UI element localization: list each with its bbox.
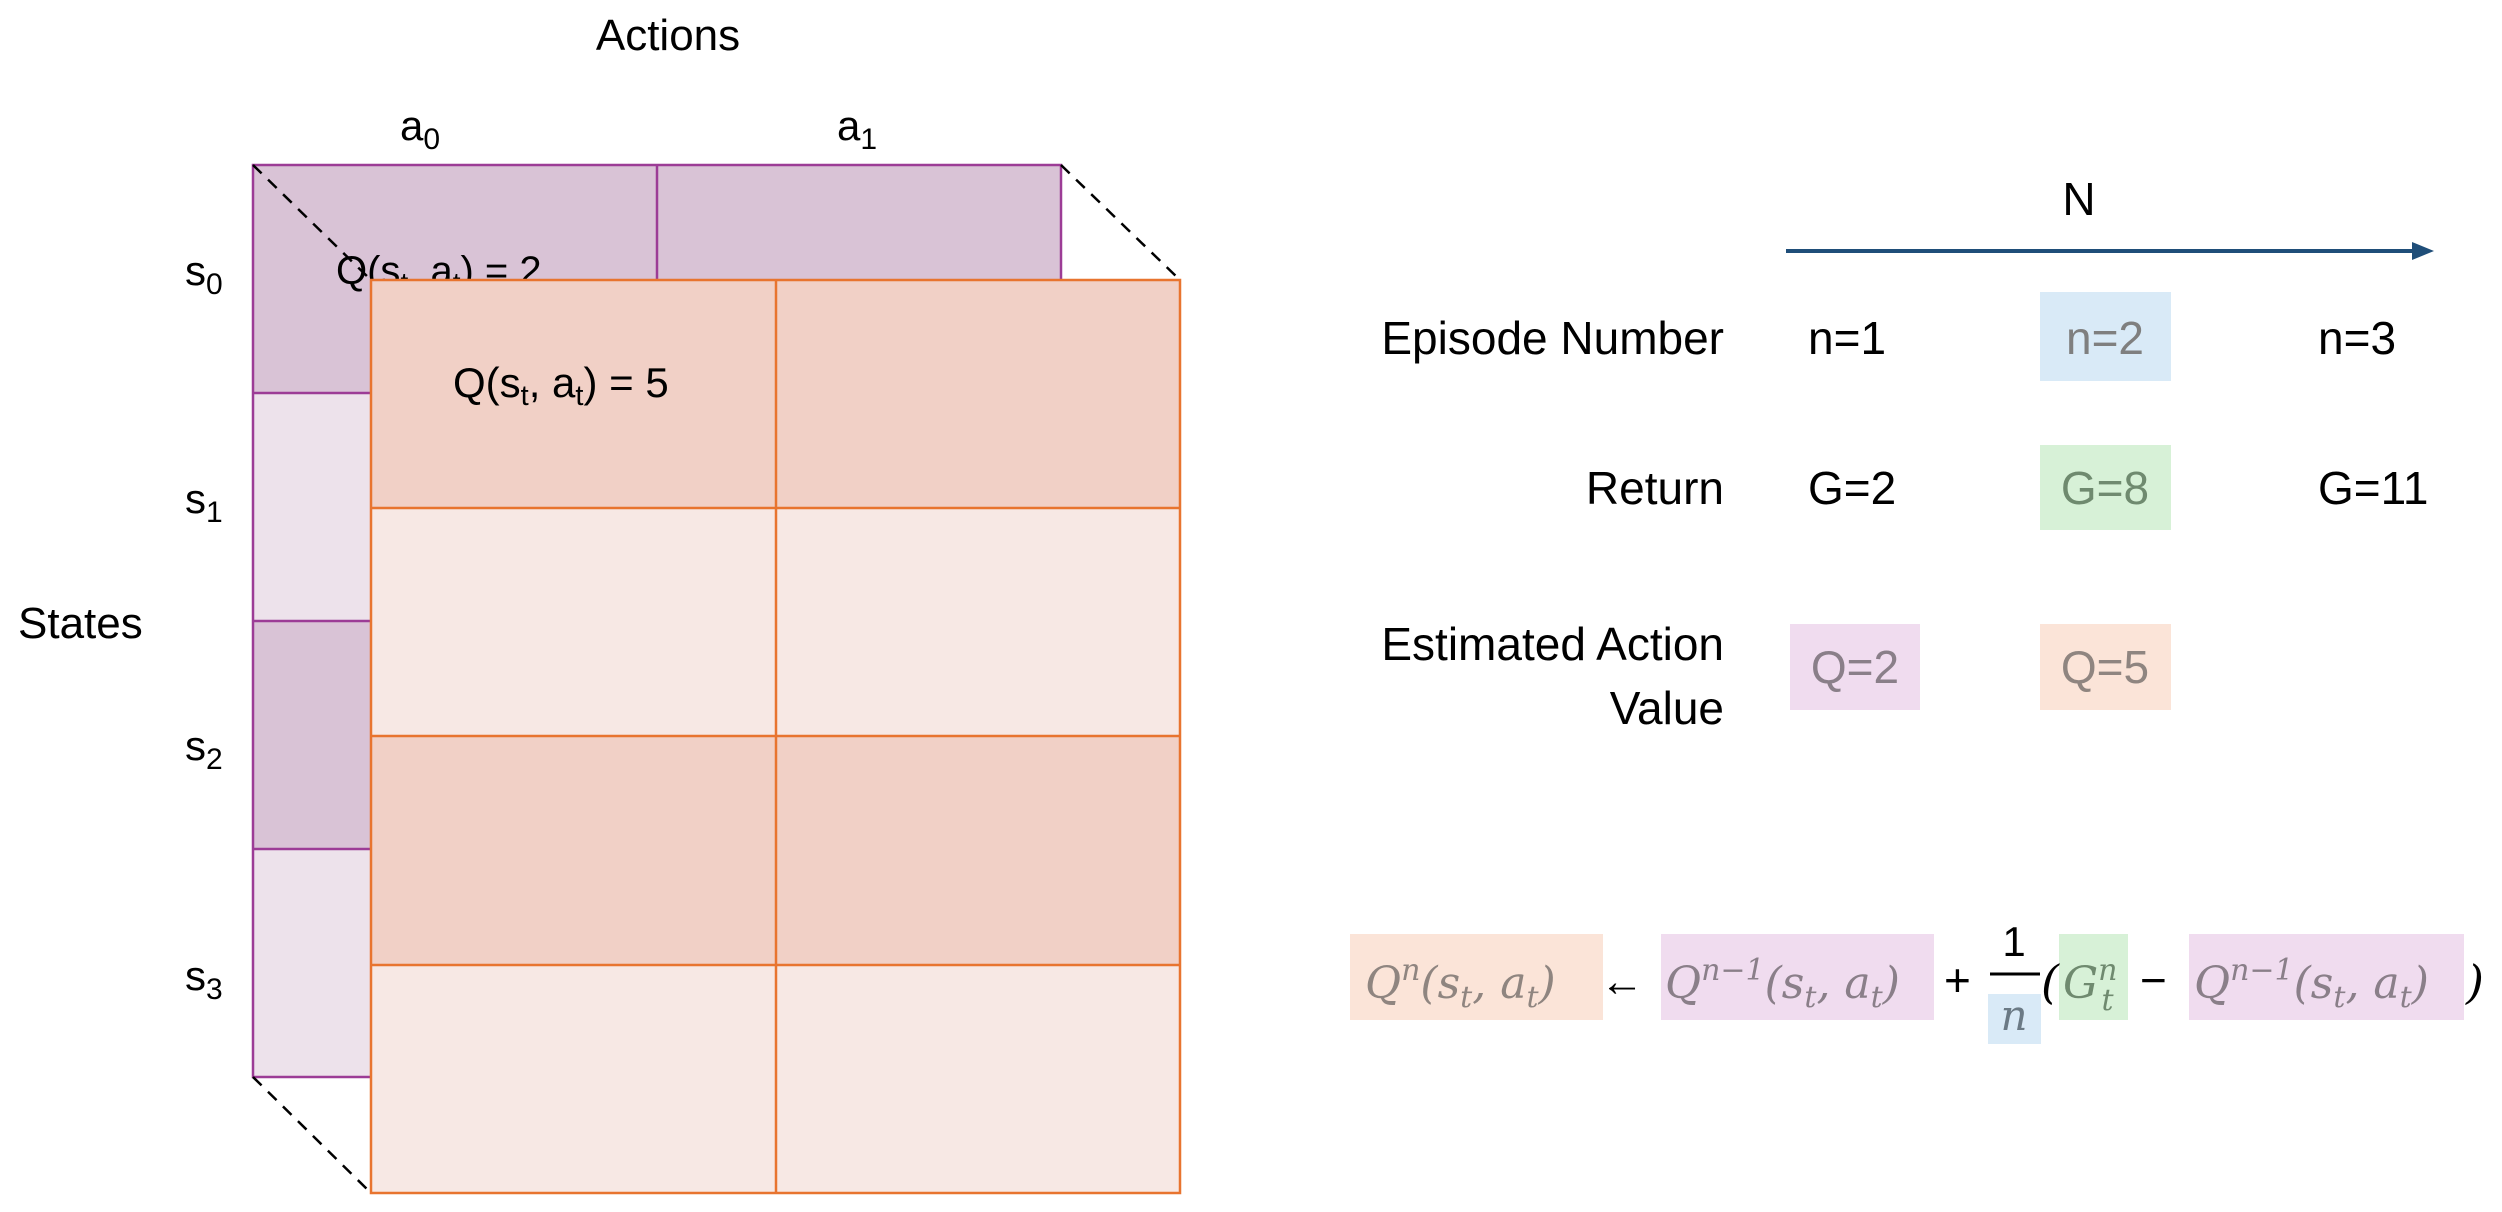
- equation-fraction-denominator: n: [2000, 991, 2027, 1040]
- front-cell-q-value: Q(st, at) = 5: [453, 359, 669, 412]
- equation-close-paren: ): [2465, 955, 2484, 1009]
- highlight-g8: [2040, 445, 2171, 530]
- equation-open-paren: (: [2041, 955, 2060, 1009]
- row-label-episode-number: Episode Number: [1381, 312, 1724, 364]
- front-q-table: Q(st, at) = 5: [369, 278, 1182, 1195]
- timeline-arrow: [1786, 242, 2434, 260]
- equation-highlight-return: [2059, 934, 2128, 1020]
- row-label-estimated-action: Estimated Action: [1381, 618, 1724, 670]
- action-label-a0: a0: [400, 102, 440, 156]
- equation-fraction-numerator: 1: [2002, 918, 2025, 965]
- equation-minus: −: [2140, 954, 2167, 1006]
- row-label-value: Value: [1610, 682, 1724, 734]
- equation-highlight-term1: [1661, 934, 1934, 1020]
- equation-plus: +: [1944, 954, 1971, 1006]
- value-n2: n=2: [2066, 312, 2144, 364]
- perspective-dashed-lines: [252, 164, 1181, 1194]
- front-grid-lines: [369, 278, 1182, 1195]
- highlight-n2: [2040, 292, 2171, 381]
- equation-term1: Qn−1(st, at): [1665, 953, 1900, 1015]
- n-axis-label: N: [2062, 173, 2095, 225]
- actions-title: Actions: [596, 11, 740, 60]
- value-g2: G=2: [1808, 462, 1896, 514]
- state-label-s1: s1: [185, 475, 223, 529]
- equation-term2: Qn−1(st, at): [2194, 953, 2429, 1015]
- value-n3: n=3: [2318, 312, 2396, 364]
- row-label-return: Return: [1586, 462, 1724, 514]
- value-g11: G=11: [2318, 462, 2428, 514]
- highlight-q5: [2040, 624, 2171, 710]
- state-label-s2: s2: [185, 722, 223, 776]
- states-title: States: [18, 599, 143, 648]
- highlight-q2: [1790, 624, 1920, 710]
- equation-highlight-lhs: [1350, 934, 1603, 1020]
- value-q2: Q=2: [1811, 641, 1899, 693]
- value-q5: Q=5: [2061, 641, 2149, 693]
- state-label-s3: s3: [185, 952, 223, 1006]
- equation-lhs: Qn(st, at): [1365, 953, 1556, 1015]
- value-g8: G=8: [2061, 462, 2149, 514]
- action-label-a1: a1: [837, 102, 877, 156]
- equation-arrow: ←: [1600, 957, 1644, 1006]
- equation-highlight-denominator: [1988, 994, 2041, 1044]
- equation-highlight-term2: [2189, 934, 2464, 1020]
- value-n1: n=1: [1808, 312, 1886, 364]
- state-label-s0: s0: [185, 247, 223, 301]
